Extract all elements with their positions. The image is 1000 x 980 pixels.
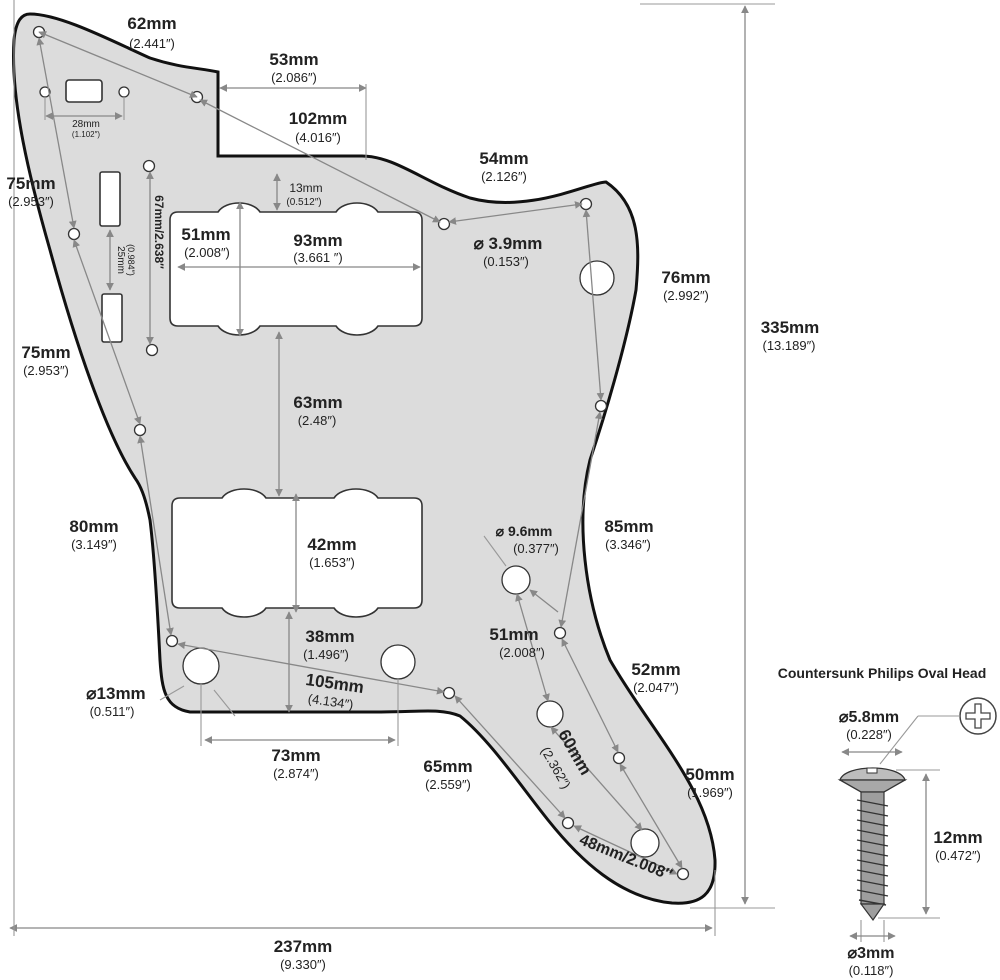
screw-hole: [612, 751, 626, 765]
screw-shank-diameter: ⌀3mm: [848, 945, 895, 962]
dim-bottom-gap-inch: (1.496″): [303, 647, 349, 662]
dim-neck-pickup-height: 51mm: [181, 225, 230, 244]
bridge-pickup-cutout: [171, 488, 423, 618]
screw-hole: [676, 867, 690, 881]
screw-shank-diameter-inch: (0.118″): [849, 963, 894, 978]
dim-total-height: 335mm: [761, 318, 820, 337]
dim-total-width: 237mm: [274, 937, 333, 956]
dim-total-width-inch: (9.330″): [280, 957, 326, 972]
screw-slot: [866, 767, 878, 774]
dim-total-height-inch: (13.189″): [762, 338, 815, 353]
dim-pickup-gap-top: 13mm: [289, 181, 322, 195]
screw-head-diameter: ⌀5.8mm: [839, 709, 899, 726]
dim-screw-hole-inch: (0.153″): [483, 254, 529, 269]
dim-top-left-edge: 62mm: [127, 14, 176, 33]
screw-head-diameter-inch: (0.228″): [846, 727, 892, 742]
screw-countersink: [837, 779, 908, 793]
dim-slide-switch-spacing-inch: (0.984″): [126, 244, 136, 276]
dim-lower-right-inch: (2.047″): [633, 680, 679, 695]
dim-control-diag-inch: (4.134″): [307, 691, 354, 712]
slide-switch-upper-cutout: [99, 171, 121, 227]
dim-lower-left-diag-inch: (2.559″): [425, 777, 471, 792]
dim-neck-diagonal: 102mm: [289, 109, 348, 128]
dim-pickup-width-inch: (3.661 ″): [293, 250, 342, 265]
screw-length-inch: (0.472″): [935, 848, 981, 863]
dim-left-edge-upper-inch: (2.953″): [8, 194, 54, 209]
volume-pot-hole: [182, 647, 220, 685]
dim-pot-spacing-inch: (2.874″): [273, 766, 319, 781]
dim-bridge-pickup-height: 42mm: [307, 535, 356, 554]
neck-pickup-cutout: [169, 202, 423, 336]
pickguard-outline: [12, 12, 717, 905]
screw-hole: [579, 197, 593, 211]
screw-hole: [594, 399, 608, 413]
dim-small-pot-hole: ⌀ 9.6mm: [496, 523, 553, 539]
dim-jack-spacing-inch: (2.008″): [499, 645, 545, 660]
dim-screw-hole: ⌀ 3.9mm: [474, 234, 543, 253]
dim-pickup-spacing: 63mm: [293, 393, 342, 412]
dim-side-span: 67mm/2.638″: [152, 195, 166, 269]
screw-hole: [437, 217, 451, 231]
dim-left-edge-mid-inch: (2.953″): [23, 363, 69, 378]
dim-switch-spacing-inch: (1.102″): [72, 130, 101, 139]
screw-title: Countersunk Philips Oval Head: [778, 665, 987, 681]
dim-switch-spacing: 28mm: [72, 119, 100, 130]
dim-right-mid: 85mm: [604, 517, 653, 536]
dim-lower-left-diag: 65mm: [423, 757, 472, 776]
dim-bottom-gap: 38mm: [305, 627, 354, 646]
dim-left-edge-lower: 80mm: [69, 517, 118, 536]
dim-top-left-edge-inch: (2.441″): [129, 36, 175, 51]
dim-small-pot-hole-inch: (0.377″): [513, 541, 559, 556]
dim-left-edge-mid: 75mm: [21, 343, 70, 362]
screw-hole: [553, 626, 567, 640]
dim-horn-tip-inch: (1.969″): [687, 785, 733, 800]
dim-bridge-pickup-height-inch: (1.653″): [309, 555, 355, 570]
dim-jack-spacing: 51mm: [489, 625, 538, 644]
dim-right-mid-inch: (3.346″): [605, 537, 651, 552]
screw-detail: Countersunk Philips Oval Head ⌀5.8mm (0.…: [778, 665, 997, 978]
roller-pot-hole-1: [501, 565, 531, 595]
dim-top-right: 54mm: [479, 149, 528, 168]
dim-top-notch: 53mm: [269, 50, 318, 69]
screw-hole: [165, 634, 179, 648]
screw-hole: [145, 343, 159, 357]
dim-pot-hole-inch: (0.511″): [90, 704, 135, 719]
dim-pot-hole: ⌀13mm: [86, 684, 145, 703]
dim-pickup-gap-top-inch: (0.512″): [286, 197, 321, 208]
dim-top-right-inch: (2.126″): [481, 169, 527, 184]
dim-neck-pickup-height-inch: (2.008″): [184, 245, 230, 260]
tone-pot-hole: [380, 644, 416, 680]
dim-top-notch-inch: (2.086″): [271, 70, 317, 85]
screw-hole: [142, 159, 156, 173]
screw-hole: [133, 423, 147, 437]
screw-hole: [67, 227, 81, 241]
rhythm-switch-cutout: [65, 79, 103, 103]
dim-right-upper: 76mm: [661, 268, 710, 287]
roller-pot-hole-2: [536, 700, 564, 728]
phillips-cross-icon: [965, 703, 991, 729]
dim-lower-right: 52mm: [631, 660, 680, 679]
screw-tip: [859, 903, 886, 922]
dim-right-upper-inch: (2.992″): [663, 288, 709, 303]
dimension-lines: [9, 0, 775, 936]
screw-hole: [442, 686, 456, 700]
dim-neck-diagonal-inch: (4.016″): [295, 130, 341, 145]
dim-left-edge-upper: 75mm: [6, 174, 55, 193]
screw-hole: [561, 816, 575, 830]
dim-pot-spacing: 73mm: [271, 746, 320, 765]
switch-hole-top-right: [579, 260, 615, 296]
dim-pickup-spacing-inch: (2.48″): [298, 413, 337, 428]
dim-slide-switch-spacing: 25mm: [115, 246, 126, 274]
dim-pickup-width: 93mm: [293, 231, 342, 250]
screw-hole: [118, 86, 130, 98]
dim-horn-tip: 50mm: [685, 765, 734, 784]
screw-shank: [860, 791, 885, 905]
screw-length: 12mm: [933, 828, 982, 847]
slide-switch-lower-cutout: [101, 293, 123, 343]
dim-left-edge-lower-inch: (3.149″): [71, 537, 117, 552]
